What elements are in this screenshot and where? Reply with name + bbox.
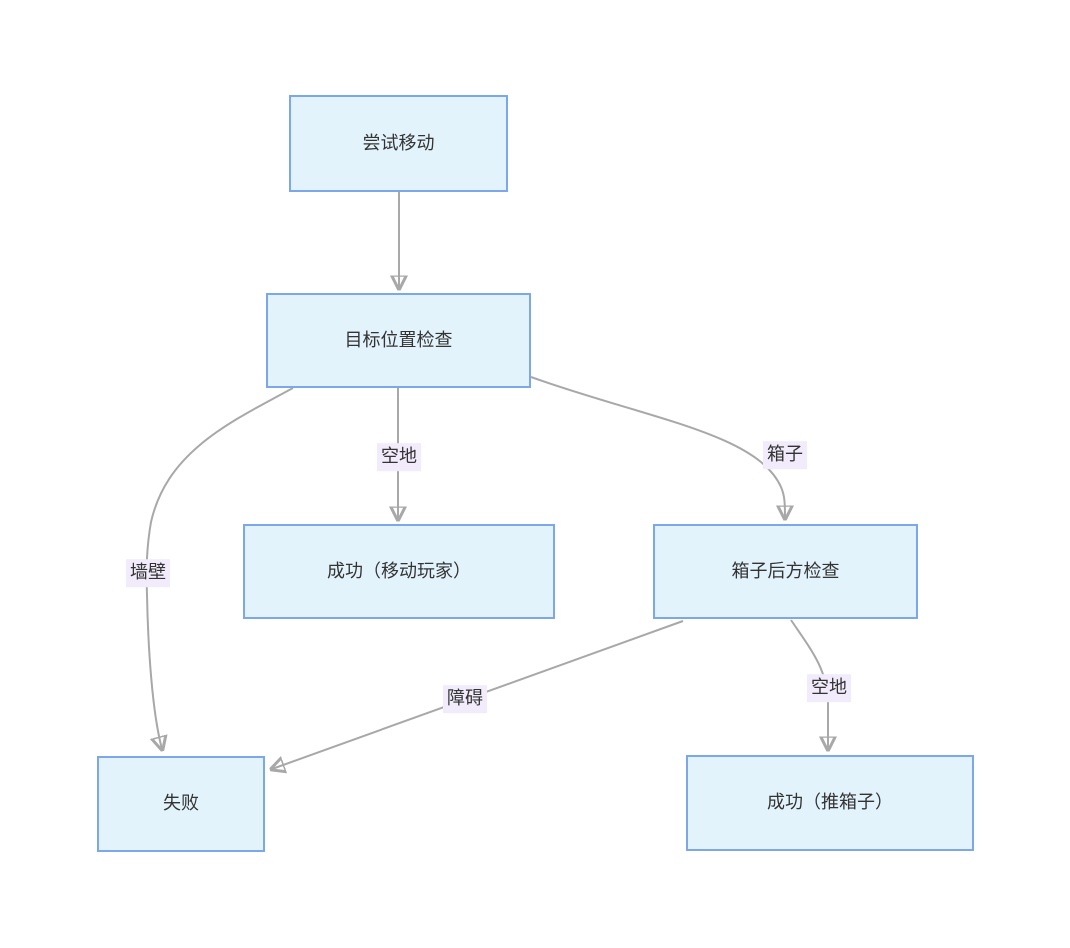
edge-target-to-fail bbox=[145, 387, 294, 749]
node-fail: 失败 bbox=[97, 756, 265, 852]
node-success-push: 成功（推箱子） bbox=[686, 755, 974, 851]
node-box-behind-check: 箱子后方检查 bbox=[653, 524, 918, 619]
node-success-move: 成功（移动玩家） bbox=[243, 524, 555, 619]
edge-target-to-boxcheck bbox=[530, 376, 785, 518]
node-try-move-label: 尝试移动 bbox=[362, 132, 435, 153]
node-target-check-label: 目标位置检查 bbox=[344, 329, 453, 350]
node-success-push-label: 成功（推箱子） bbox=[767, 792, 893, 813]
node-target-check: 目标位置检查 bbox=[266, 293, 531, 388]
edge-label-empty-ground-left: 空地 bbox=[377, 443, 421, 471]
edge-label-wall: 墙壁 bbox=[126, 559, 170, 587]
node-success-move-label: 成功（移动玩家） bbox=[327, 560, 471, 581]
edge-label-box: 箱子 bbox=[763, 441, 807, 469]
node-box-behind-check-label: 箱子后方检查 bbox=[731, 560, 840, 581]
edge-label-obstacle: 障碍 bbox=[443, 685, 487, 713]
node-fail-label: 失败 bbox=[163, 793, 199, 814]
node-try-move: 尝试移动 bbox=[289, 95, 508, 192]
edge-label-empty-ground-right: 空地 bbox=[807, 674, 851, 702]
